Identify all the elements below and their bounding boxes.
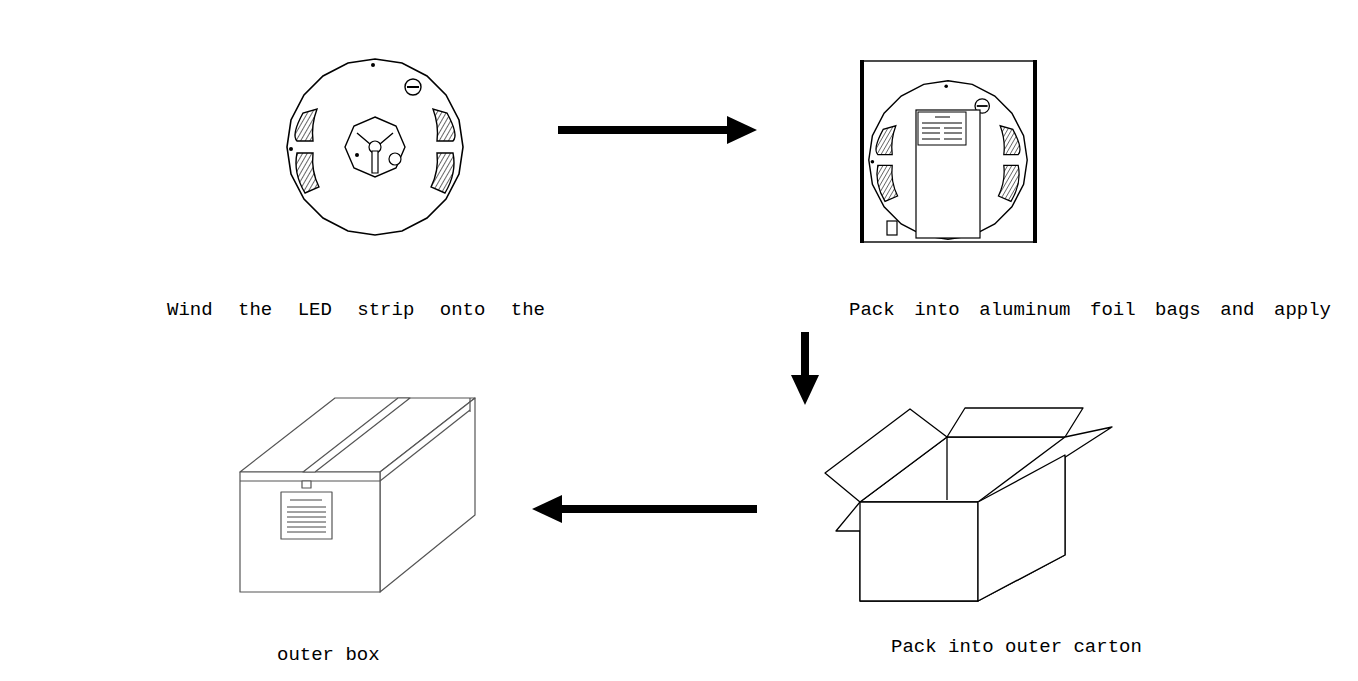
- tape-band: [303, 398, 410, 472]
- arrow-shaft: [558, 126, 727, 134]
- box-side: [380, 398, 475, 592]
- box-front: [240, 472, 380, 592]
- led-reel: [287, 59, 463, 235]
- carton-side: [978, 455, 1065, 601]
- label-lines: [287, 500, 326, 532]
- flow-arrow: [532, 495, 757, 523]
- arrowhead: [532, 495, 562, 523]
- arrow-shaft: [801, 332, 809, 375]
- step-caption: Wind the LED strip onto the: [167, 298, 545, 322]
- carton-step: Pack into outer carton: [800, 405, 1170, 665]
- step-caption: outer box: [277, 643, 380, 667]
- step-caption: Pack into outer carton: [891, 635, 1142, 659]
- bag-label: [916, 110, 980, 238]
- bag-step: Pack into aluminum foil bags and apply: [795, 55, 1340, 330]
- step-caption: Pack into aluminum foil bags and apply: [849, 298, 1331, 322]
- lid-rim: [469, 398, 470, 412]
- arrowhead: [727, 116, 757, 144]
- flow-arrow: [791, 332, 819, 405]
- carton-edge: [946, 437, 947, 500]
- carton-front: [860, 502, 978, 601]
- bag-outline: [861, 61, 1036, 242]
- reel-step: Wind the LED strip onto the: [160, 55, 550, 330]
- foil-bag: [861, 60, 1036, 243]
- bagged-reel: [869, 81, 1027, 239]
- tape-tab: [302, 481, 311, 488]
- back-flap: [947, 408, 1083, 437]
- arrow-shaft: [562, 505, 757, 513]
- box-step: outer box: [230, 395, 490, 675]
- left-flap: [825, 409, 947, 502]
- lid-rim: [380, 410, 470, 481]
- label-lines: [922, 117, 962, 139]
- bag-seal: [860, 60, 864, 243]
- open-carton: [825, 408, 1112, 601]
- arrowhead: [791, 375, 819, 405]
- box-label: [281, 492, 332, 539]
- bag-mark: [887, 221, 897, 235]
- bag-seal: [1033, 60, 1037, 243]
- flow-arrow: [558, 116, 757, 144]
- label-panel: [918, 112, 966, 145]
- closed-box: [240, 398, 475, 592]
